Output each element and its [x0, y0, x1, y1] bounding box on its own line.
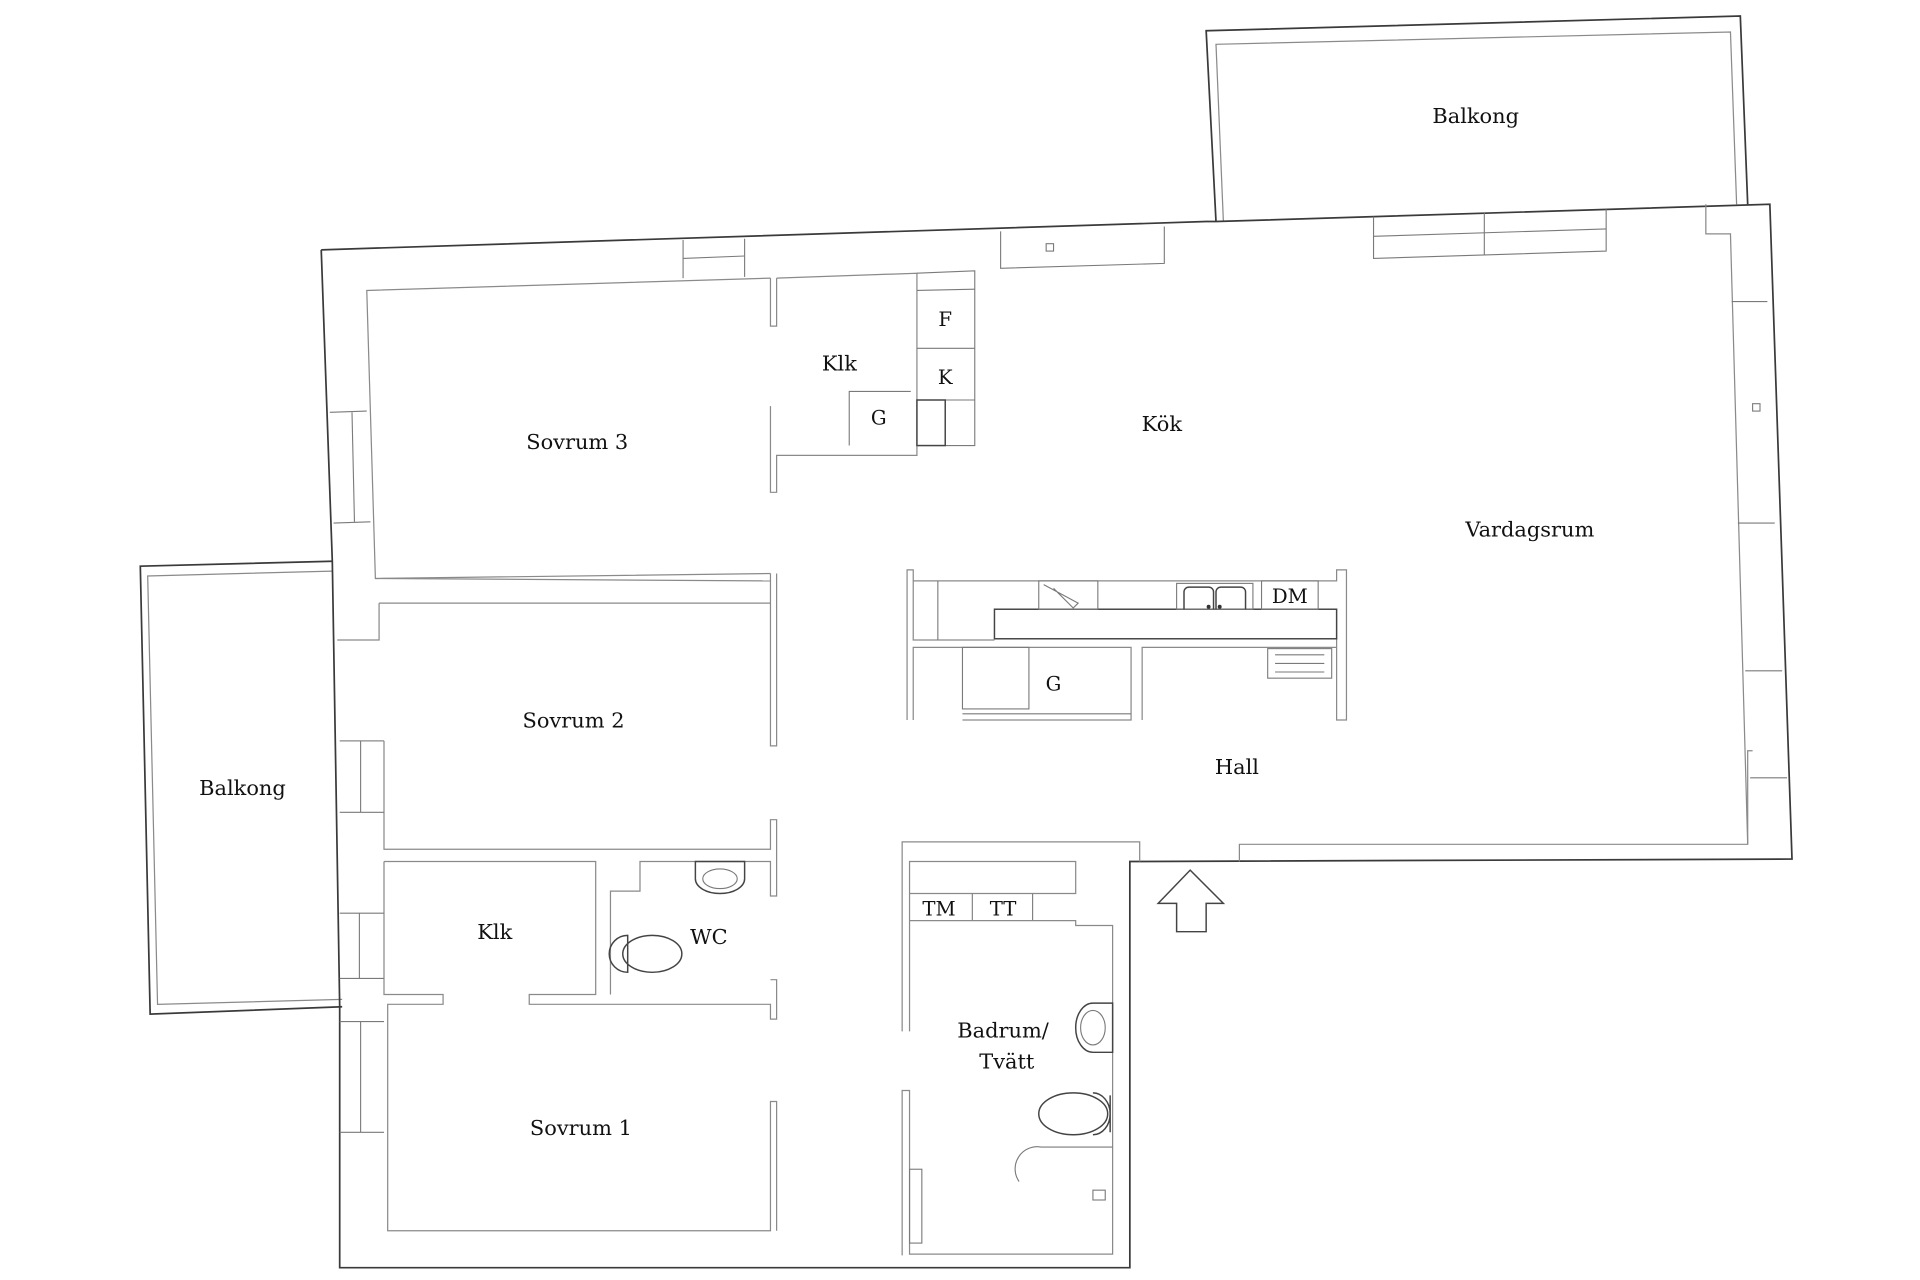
label-sovrum1: Sovrum 1	[530, 1116, 632, 1140]
label-vardagsrum: Vardagsrum	[1464, 518, 1594, 542]
label-kitchen-g: G	[1046, 672, 1062, 695]
label-balkong-top: Balkong	[1432, 104, 1519, 128]
label-fridge: F	[938, 308, 952, 331]
label-kok: Kök	[1142, 412, 1183, 436]
label-klk-top: Klk	[822, 351, 857, 375]
label-dm: DM	[1272, 585, 1308, 608]
shower-head-icon	[1092, 1189, 1106, 1201]
label-hall: Hall	[1215, 755, 1259, 779]
label-tvatt: Tvätt	[979, 1049, 1035, 1073]
bathroom-toilet-icon	[1038, 1092, 1109, 1136]
wc-sink-icon	[694, 860, 746, 895]
label-sovrum3: Sovrum 3	[526, 430, 628, 454]
label-badrum: Badrum/	[957, 1019, 1049, 1043]
label-klk-g: G	[871, 407, 887, 430]
shower-screen-icon	[1014, 1146, 1113, 1182]
label-wc: WC	[690, 925, 727, 949]
label-klk-bottom: Klk	[477, 920, 512, 944]
outer-wall	[320, 203, 1793, 1269]
entrance-arrow-icon	[1156, 869, 1226, 933]
balcony-left	[139, 560, 343, 1016]
balcony-top	[1205, 15, 1749, 222]
kitchen-counters	[906, 569, 1348, 721]
label-tt: TT	[990, 898, 1017, 921]
bathroom-fixtures	[1014, 1002, 1114, 1201]
wc-toilet-icon	[622, 934, 683, 974]
label-freezer: K	[938, 366, 953, 389]
label-sovrum2: Sovrum 2	[523, 708, 625, 732]
label-tm: TM	[922, 898, 955, 921]
label-balkong-left: Balkong	[199, 776, 286, 800]
bathroom-sink-icon	[1075, 1002, 1114, 1054]
wc-fixtures	[608, 860, 746, 974]
